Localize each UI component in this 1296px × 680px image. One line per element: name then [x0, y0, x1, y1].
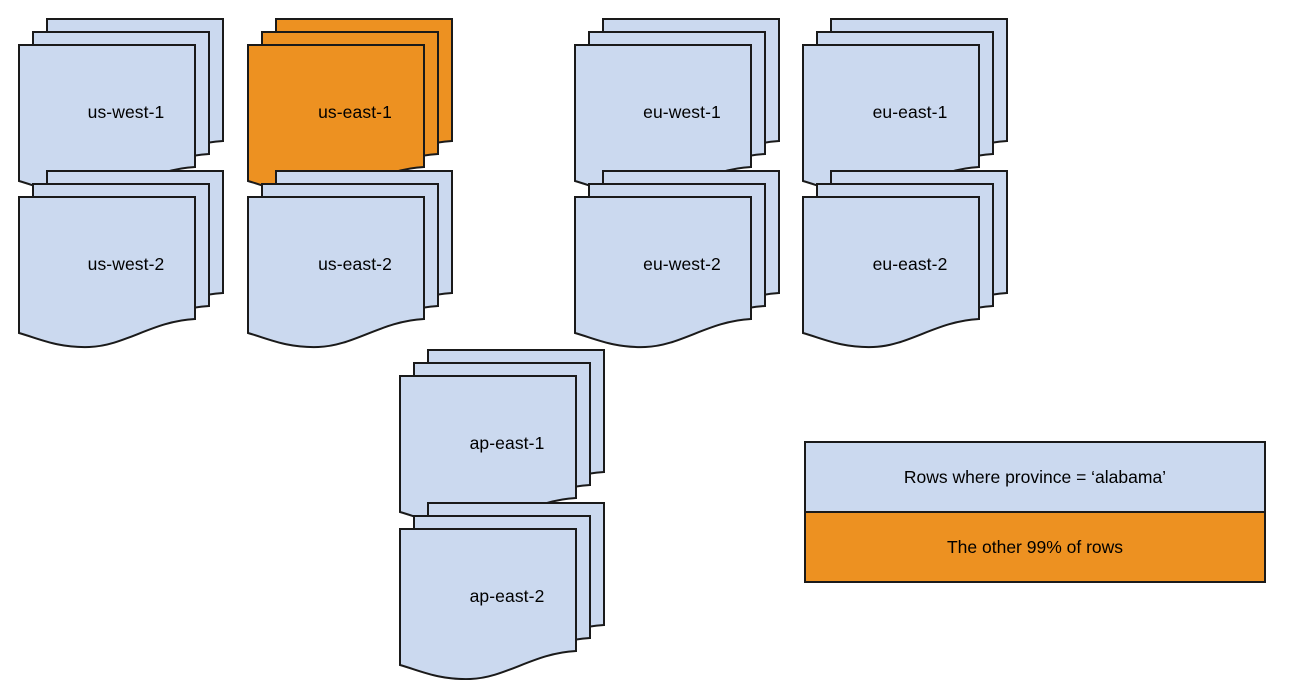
document-sheet-3 [802, 196, 980, 349]
legend-label-blue: Rows where province = ‘alabama’ [903, 466, 1167, 487]
region-stack-us-east-1[interactable]: us-east-1 [247, 18, 478, 197]
document-stack-icon [802, 18, 1008, 197]
region-stack-us-east-2[interactable]: us-east-2 [247, 170, 478, 349]
legend: Rows where province = ‘alabama’ The othe… [804, 441, 1266, 583]
document-stack-icon [574, 170, 780, 349]
document-sheet-3 [399, 528, 577, 680]
legend-label-orange: The other 99% of rows [946, 536, 1124, 557]
document-stack-icon [802, 170, 1008, 349]
document-sheet-3 [247, 196, 425, 349]
region-stack-us-west-1[interactable]: us-west-1 [18, 18, 249, 197]
document-stack-icon [399, 502, 605, 680]
region-stack-eu-west-1[interactable]: eu-west-1 [574, 18, 805, 197]
region-stack-ap-east-1[interactable]: ap-east-1 [399, 349, 630, 528]
document-stack-icon [18, 170, 224, 349]
document-sheet-3 [574, 196, 752, 349]
document-stack-icon [18, 18, 224, 197]
legend-row-blue: Rows where province = ‘alabama’ [806, 443, 1264, 513]
region-stack-eu-west-2[interactable]: eu-west-2 [574, 170, 805, 349]
region-stack-us-west-2[interactable]: us-west-2 [18, 170, 249, 349]
document-stack-icon [399, 349, 605, 528]
document-stack-icon [247, 18, 453, 197]
document-stack-icon [247, 170, 453, 349]
region-stack-eu-east-1[interactable]: eu-east-1 [802, 18, 1033, 197]
document-sheet-3 [18, 196, 196, 349]
region-stack-eu-east-2[interactable]: eu-east-2 [802, 170, 1033, 349]
region-stack-ap-east-2[interactable]: ap-east-2 [399, 502, 630, 680]
legend-row-orange: The other 99% of rows [806, 513, 1264, 581]
document-stack-icon [574, 18, 780, 197]
